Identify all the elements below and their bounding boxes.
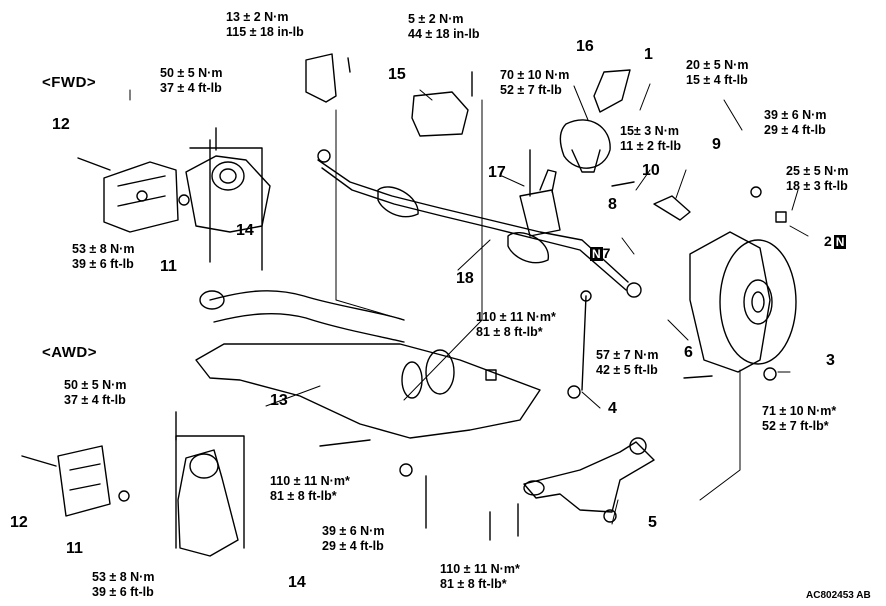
torque-25nm-imperial: 18 ± 3 ft-lb	[786, 179, 848, 193]
torque-57nm: 57 ± 7 N·m 42 ± 5 ft-lb	[596, 348, 658, 378]
callout-8: 8	[608, 196, 617, 213]
callout-11-fwd: 11	[160, 258, 177, 275]
steering-dust-cover	[559, 119, 611, 169]
torque-110nm-crossmember-imperial: 81 ± 8 ft-lb*	[270, 489, 337, 503]
callout-3: 3	[826, 352, 835, 369]
torque-110nm-link-metric: 110 ± 11 N·m*	[476, 310, 556, 324]
bracket-15	[411, 91, 469, 137]
bracket-top	[305, 53, 337, 103]
torque-39nm-top-imperial: 29 ± 4 ft-lb	[764, 123, 826, 137]
torque-71nm: 71 ± 10 N·m* 52 ± 7 ft-lb*	[762, 404, 836, 434]
torque-39nm-bottom: 39 ± 6 N·m 29 ± 4 ft-lb	[322, 524, 384, 554]
rack-boot-left	[377, 186, 419, 218]
steering-knuckle	[689, 231, 771, 373]
callout-14-awd: 14	[288, 574, 306, 591]
callout-12-fwd: 12	[52, 116, 70, 133]
rack-boot-right	[507, 231, 549, 264]
torque-53nm-awd-metric: 53 ± 8 N·m	[92, 570, 155, 584]
torque-20nm-imperial: 15 ± 4 ft-lb	[686, 73, 748, 87]
callout-10: 10	[642, 162, 660, 179]
callout-13: 13	[270, 392, 288, 409]
torque-13nm: 13 ± 2 N·m 115 ± 18 in-lb	[226, 10, 304, 40]
callout-6: 6	[684, 344, 693, 361]
torque-110nm-crossmember: 110 ± 11 N·m* 81 ± 8 ft-lb*	[270, 474, 350, 504]
torque-110nm-link: 110 ± 11 N·m* 81 ± 8 ft-lb*	[476, 310, 556, 340]
torque-50nm-fwd-imperial: 37 ± 4 ft-lb	[160, 81, 222, 95]
callout-18: 18	[456, 270, 474, 287]
torque-110nm-bottom-metric: 110 ± 11 N·m*	[440, 562, 520, 576]
torque-39nm-bottom-metric: 39 ± 6 N·m	[322, 524, 385, 538]
callout-11-awd: 11	[66, 540, 83, 557]
callout-16: 16	[576, 38, 594, 55]
torque-70nm-metric: 70 ± 10 N·m	[500, 68, 570, 82]
torque-20nm-metric: 20 ± 5 N·m	[686, 58, 749, 72]
torque-53nm-awd: 53 ± 8 N·m 39 ± 6 ft-lb	[92, 570, 154, 600]
torque-15nm-imperial: 11 ± 2 ft-lb	[620, 139, 682, 153]
torque-39nm-bottom-imperial: 29 ± 4 ft-lb	[322, 539, 384, 553]
steering-joint	[593, 69, 631, 113]
torque-5nm-imperial: 44 ± 18 in-lb	[408, 27, 480, 41]
torque-71nm-metric: 71 ± 10 N·m*	[762, 404, 837, 418]
torque-53nm-awd-imperial: 39 ± 6 ft-lb	[92, 585, 154, 599]
torque-25nm: 25 ± 5 N·m 18 ± 3 ft-lb	[786, 164, 848, 194]
fwd-mount	[185, 155, 271, 233]
torque-53nm-fwd: 53 ± 8 N·m 39 ± 6 ft-lb	[72, 242, 134, 272]
torque-39nm-top-metric: 39 ± 6 N·m	[764, 108, 827, 122]
callout-1: 1	[644, 46, 653, 63]
torque-50nm-awd-metric: 50 ± 5 N·m	[64, 378, 127, 392]
torque-39nm-top: 39 ± 6 N·m 29 ± 4 ft-lb	[764, 108, 826, 138]
torque-70nm: 70 ± 10 N·m 52 ± 7 ft-lb	[500, 68, 569, 98]
steering-rack	[317, 159, 629, 283]
torque-5nm-metric: 5 ± 2 N·m	[408, 12, 464, 26]
awd-mount	[177, 449, 239, 557]
torque-20nm: 20 ± 5 N·m 15 ± 4 ft-lb	[686, 58, 748, 88]
callout-15: 15	[388, 66, 406, 83]
section-awd: <AWD>	[42, 344, 98, 361]
torque-15nm: 15± 3 N·m 11 ± 2 ft-lb	[620, 124, 681, 154]
fwd-mount-bracket	[103, 161, 179, 233]
callout-4: 4	[608, 400, 617, 417]
callout-9: 9	[712, 136, 721, 153]
crossmember	[195, 343, 541, 439]
brake-rotor	[719, 239, 797, 365]
torque-71nm-imperial: 52 ± 7 ft-lb*	[762, 419, 829, 433]
torque-110nm-link-imperial: 81 ± 8 ft-lb*	[476, 325, 543, 339]
torque-50nm-awd-imperial: 37 ± 4 ft-lb	[64, 393, 126, 407]
clip-9	[653, 195, 691, 221]
torque-53nm-fwd-imperial: 39 ± 6 ft-lb	[72, 257, 134, 271]
figure-code: AC802453 AB	[806, 590, 871, 601]
torque-110nm-bottom-imperial: 81 ± 8 ft-lb*	[440, 577, 507, 591]
callout-12-awd: 12	[10, 514, 28, 531]
callout-5: 5	[648, 514, 657, 531]
lower-arm	[523, 441, 655, 513]
stabilizer-link	[581, 295, 587, 391]
torque-57nm-imperial: 42 ± 5 ft-lb	[596, 363, 658, 377]
callout-2: 2	[824, 233, 832, 249]
callout-14-fwd: 14	[236, 222, 254, 239]
torque-50nm-awd: 50 ± 5 N·m 37 ± 4 ft-lb	[64, 378, 126, 408]
torque-50nm-fwd: 50 ± 5 N·m 37 ± 4 ft-lb	[160, 66, 222, 96]
torque-70nm-imperial: 52 ± 7 ft-lb	[500, 83, 562, 97]
torque-13nm-metric: 13 ± 2 N·m	[226, 10, 289, 24]
torque-13nm-imperial: 115 ± 18 in-lb	[226, 25, 304, 39]
n-badge-7: N	[590, 247, 603, 261]
torque-25nm-metric: 25 ± 5 N·m	[786, 164, 849, 178]
torque-110nm-bottom: 110 ± 11 N·m* 81 ± 8 ft-lb*	[440, 562, 520, 592]
torque-110nm-crossmember-metric: 110 ± 11 N·m*	[270, 474, 350, 488]
torque-53nm-fwd-metric: 53 ± 8 N·m	[72, 242, 135, 256]
n-badge-2: N	[833, 235, 847, 249]
torque-57nm-metric: 57 ± 7 N·m	[596, 348, 659, 362]
callout-7: 7	[602, 245, 611, 261]
torque-50nm-fwd-metric: 50 ± 5 N·m	[160, 66, 223, 80]
torque-5nm: 5 ± 2 N·m 44 ± 18 in-lb	[408, 12, 479, 42]
section-fwd: <FWD>	[42, 74, 97, 91]
torque-15nm-metric: 15± 3 N·m	[620, 124, 679, 138]
awd-mount-bracket	[57, 445, 111, 517]
callout-17: 17	[488, 164, 506, 181]
